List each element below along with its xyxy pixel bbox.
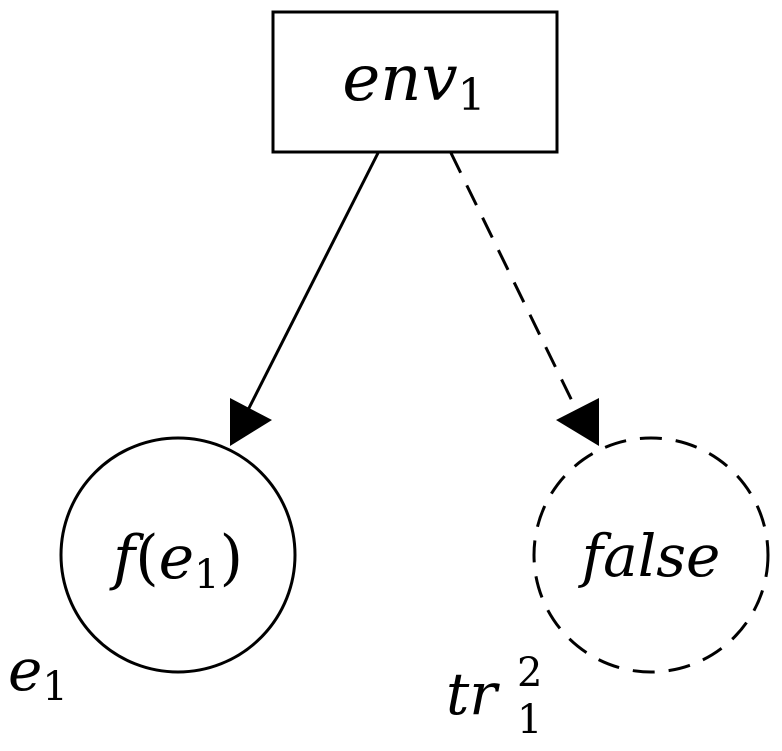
node-fe: f(e1) (59, 436, 297, 674)
node-env-label: env1 (342, 42, 485, 121)
edge-env-to-false (449, 152, 599, 446)
node-fe-arg: e (159, 523, 195, 593)
node-fe-sub: 1 (194, 552, 219, 598)
node-false-circle (532, 436, 770, 674)
arrowhead-dashed (556, 398, 599, 446)
label-e1: e1 (8, 636, 68, 710)
node-env-sub: 1 (458, 70, 486, 121)
node-fe-close-paren: ) (220, 523, 243, 593)
node-env-box (271, 10, 559, 154)
label-e1-sub: 1 (42, 664, 67, 710)
edge-env-to-fe (230, 152, 380, 446)
arrowhead-solid (230, 398, 272, 446)
label-e1-base: e (8, 636, 42, 704)
node-fe-open-paren: ( (135, 523, 158, 593)
node-env: env1 (271, 10, 559, 154)
node-false-label: false (578, 522, 721, 590)
label-tr-sub: 1 (517, 697, 542, 743)
node-fe-label: f(e1) (109, 523, 243, 598)
node-env-base: env (342, 42, 457, 116)
label-tr: tr (446, 660, 500, 728)
label-tr-sup: 2 (517, 650, 542, 696)
node-false: false (532, 436, 770, 674)
node-fe-circle (59, 436, 297, 674)
